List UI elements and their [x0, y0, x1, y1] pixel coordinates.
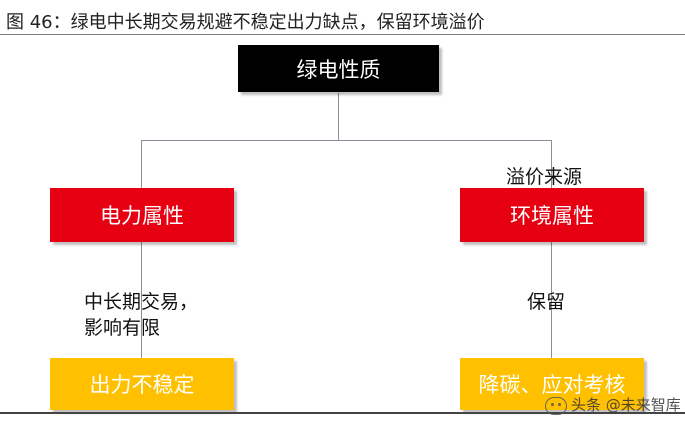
bottom-divider [0, 412, 685, 414]
node-power-attribute: 电力属性 [50, 188, 234, 242]
node-carbon-reduction: 降碳、应对考核 [460, 358, 644, 410]
caption-divider [0, 34, 685, 35]
node-green-power-nature: 绿电性质 [238, 45, 439, 92]
node-unstable-output: 出力不稳定 [50, 358, 234, 410]
node-environment-attribute: 环境属性 [460, 188, 644, 242]
connector-right-lower [551, 242, 552, 358]
label-premium-source: 溢价来源 [506, 166, 583, 188]
watermark: 头条 @未来智库 [545, 394, 681, 415]
label-midlong-trade-line1: 中长期交易， [84, 291, 199, 313]
connector-horizontal [141, 140, 552, 141]
connector-left-down [141, 140, 142, 188]
connector-root-down [338, 93, 339, 140]
figure-caption: 图 46：绿电中长期交易规避不稳定出力缺点，保留环境溢价 [6, 12, 485, 33]
wechat-icon [545, 396, 567, 415]
label-retain: 保留 [527, 291, 566, 313]
label-midlong-trade-line2: 影响有限 [84, 317, 161, 339]
connector-left-lower [141, 242, 142, 358]
connector-right-down [551, 140, 552, 188]
watermark-text: 头条 @未来智库 [571, 396, 681, 414]
